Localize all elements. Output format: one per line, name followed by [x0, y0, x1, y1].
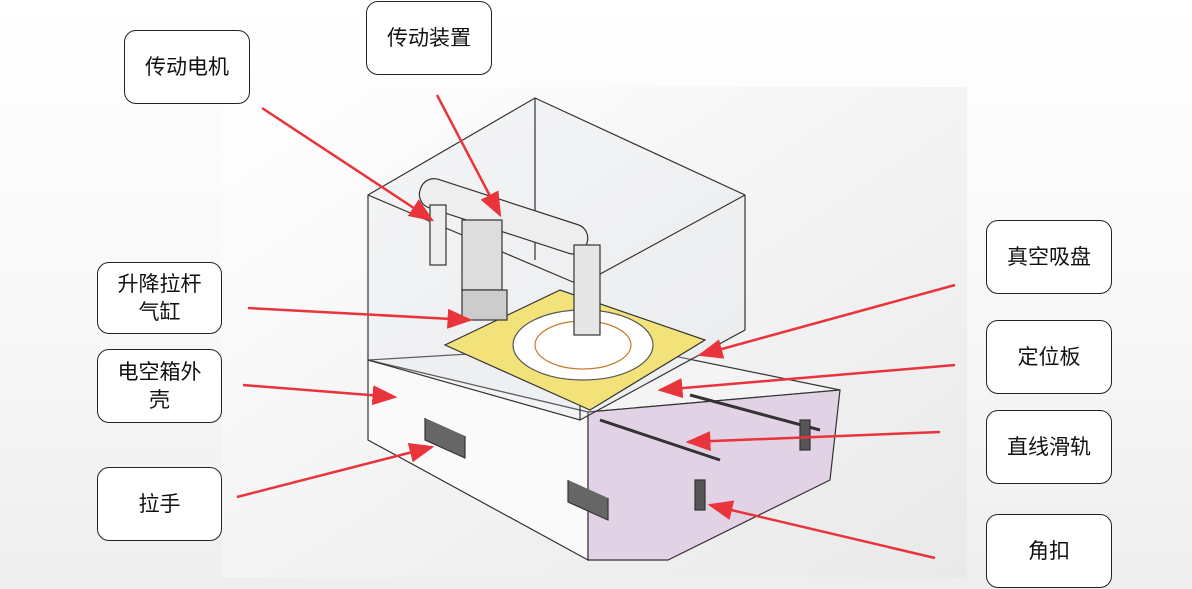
- label-handle: 拉手: [97, 467, 222, 541]
- arrow-handle: [236, 442, 435, 499]
- callout-arrows: [236, 94, 956, 560]
- arrow-corner-latch: [707, 500, 936, 560]
- arrow-transmission: [435, 94, 502, 218]
- arrow-cylinder: [247, 306, 473, 329]
- label-linear-rail: 直线滑轨: [986, 410, 1112, 484]
- label-motor: 传动电机: [124, 30, 250, 104]
- handle-right: [567, 480, 609, 521]
- arrow-vacuum-cup: [697, 283, 956, 359]
- base-side-panel: [587, 389, 841, 561]
- label-housing: 电空箱外壳: [97, 349, 222, 423]
- corner-latch: [694, 479, 706, 511]
- label-corner-latch: 角扣: [986, 514, 1112, 588]
- machine-drawing: [367, 97, 841, 562]
- arrow-positioning-plate: [657, 363, 956, 399]
- lift-cylinder: [461, 289, 508, 321]
- label-positioning-plate: 定位板: [986, 320, 1112, 394]
- arrow-housing: [242, 383, 398, 406]
- arrow-linear-rail: [685, 430, 941, 452]
- spindle: [573, 244, 601, 336]
- label-transmission: 传动装置: [366, 1, 492, 75]
- label-cylinder: 升降拉杆气缸: [97, 262, 222, 334]
- handle-left: [424, 418, 466, 459]
- arrow-motor: [261, 106, 435, 222]
- label-vacuum-cup: 真空吸盘: [986, 220, 1112, 294]
